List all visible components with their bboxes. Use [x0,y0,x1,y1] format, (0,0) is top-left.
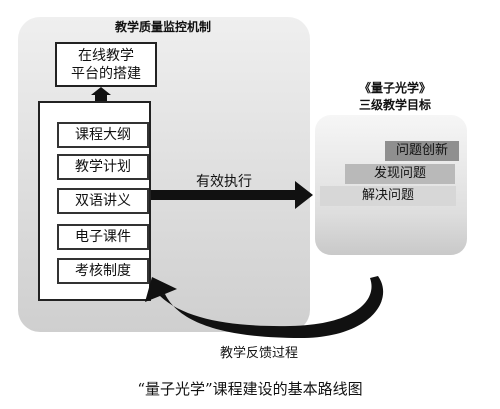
teaching-goals-panel [315,115,467,255]
effective-execution-label: 有效执行 [196,174,252,190]
figure-caption: “量子光学”课程建设的基本路线图 [137,380,363,398]
list-item-course-outline: 课程大纲 [57,122,149,148]
online-platform-line2: 平台的搭建 [71,66,141,82]
step-discover-problems: 发现问题 [345,164,455,184]
list-item-electronic-slides: 电子课件 [57,224,149,250]
list-item-assessment-system: 考核制度 [57,258,149,284]
up-arrow-icon [91,87,111,95]
step-problem-innovation: 问题创新 [385,141,459,161]
quality-monitoring-title: 教学质量监控机制 [114,20,211,34]
list-item-bilingual-notes: 双语讲义 [57,188,149,214]
up-arrow-shaft [95,95,107,102]
teaching-goals-title-line2: 三级教学目标 [358,98,431,112]
online-platform-line1: 在线教学 [78,48,134,64]
step-solve-problems: 解决问题 [320,186,456,206]
teaching-goals-title-line1: 《量子光学》 [358,81,431,95]
online-platform-box: 在线教学 平台的搭建 [55,42,157,87]
teaching-feedback-label: 教学反馈过程 [220,346,299,361]
list-item-teaching-plan: 教学计划 [57,154,149,180]
